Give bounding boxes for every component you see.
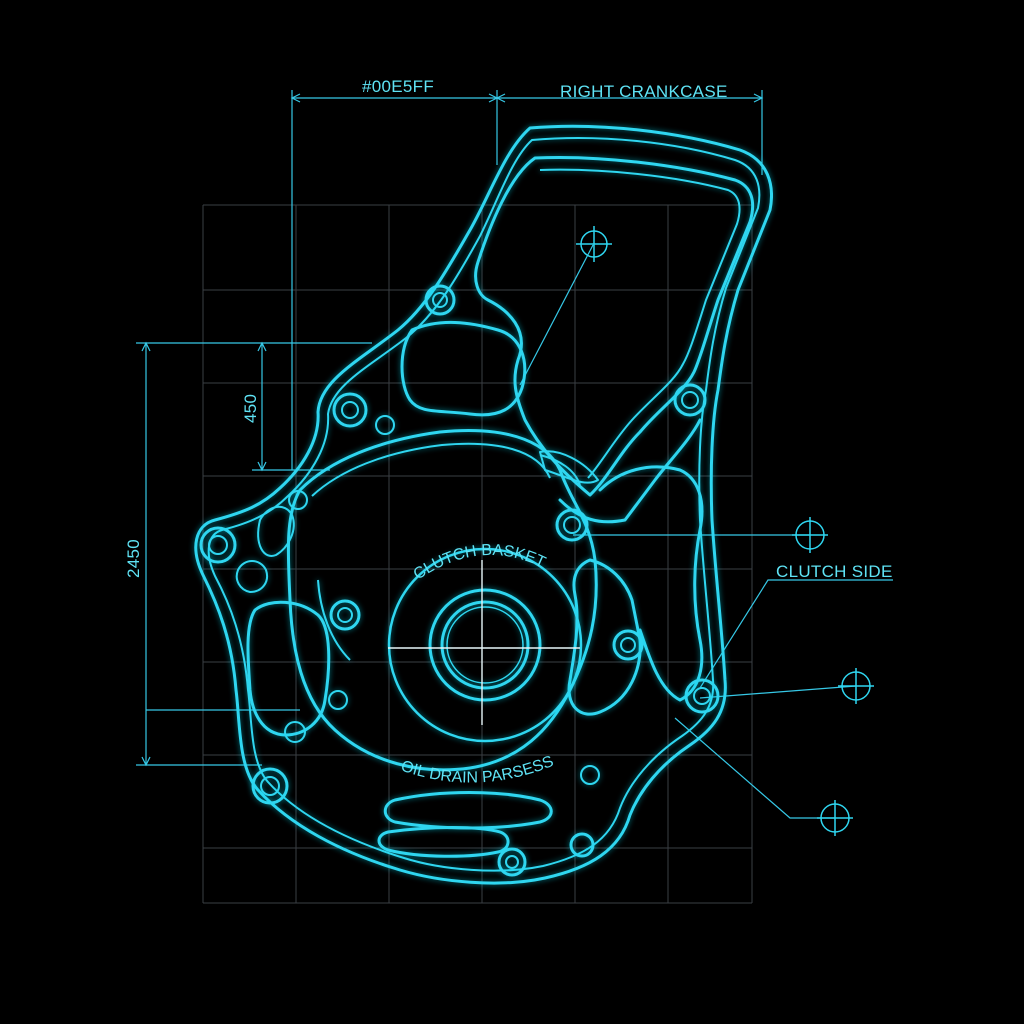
bolt-hole-8 — [684, 678, 720, 714]
bolt-hole-1 — [424, 284, 456, 316]
side-label: CLUTCH SIDE — [776, 562, 893, 581]
clutch-basket-label-path: CLUTCH BASKET — [411, 542, 549, 584]
crankcase-outer-outline-inner — [207, 137, 761, 872]
clutch-bore-ring-inner — [311, 442, 551, 497]
right-channel — [598, 465, 704, 702]
dim-height-inner: 450 — [241, 394, 260, 423]
bolt-hole-6 — [329, 599, 361, 631]
datum-target-right-1 — [792, 517, 828, 553]
crankcase-outer-outline — [194, 124, 773, 885]
bolt-hole-4 — [555, 508, 589, 542]
bolt-hole-9 — [251, 767, 289, 805]
bolt-hole-5 — [199, 526, 237, 564]
datum-target-right-3 — [817, 800, 853, 836]
bolt-hole-2 — [332, 392, 368, 428]
datum-target-top — [576, 226, 612, 262]
bolt-holes — [199, 284, 720, 877]
bolt-hole-13 — [288, 490, 308, 510]
upper-window — [474, 155, 755, 497]
right-rib-lower — [567, 558, 642, 716]
background-grid — [202, 204, 753, 904]
bolt-hole-14 — [284, 721, 306, 743]
oil-drain-label-path: OIL DRAIN PARSESS — [399, 753, 556, 787]
left-pocket — [400, 321, 527, 417]
bolt-hole-7 — [612, 629, 644, 661]
oil-drain-passage-upper — [383, 791, 553, 830]
oil-drain-passage-lower — [377, 826, 510, 858]
clutch-bore-ring — [286, 429, 598, 772]
datum-targets — [576, 226, 874, 836]
bolt-hole-3 — [673, 383, 707, 417]
bolt-hole-15 — [580, 765, 600, 785]
inner-arc-left — [317, 579, 351, 661]
title-label: RIGHT CRANKCASE — [560, 82, 728, 101]
oil-drain-label: OIL DRAIN PARSESS — [399, 753, 556, 787]
inner-slot-top — [539, 450, 599, 484]
upper-window-inner — [539, 168, 741, 479]
dim-height-outer: 2450 — [124, 539, 143, 578]
bolt-hole-16 — [328, 690, 348, 710]
color-code-label: #00E5FF — [362, 77, 434, 96]
main-bore — [387, 547, 583, 743]
bore-center-lines — [388, 560, 580, 725]
right-rib-upper — [558, 418, 702, 524]
dimension-lines — [136, 90, 764, 767]
left-lobe-upper — [257, 505, 295, 557]
crankcase-part — [194, 124, 773, 885]
clutch-basket-label: CLUTCH BASKET — [411, 542, 549, 584]
datum-target-right-2 — [838, 668, 874, 704]
lower-left-pocket — [246, 600, 331, 737]
left-lobe-lower — [235, 560, 268, 593]
bolt-hole-10 — [497, 847, 527, 877]
bolt-hole-12 — [375, 415, 395, 435]
bolt-hole-11 — [569, 832, 595, 858]
